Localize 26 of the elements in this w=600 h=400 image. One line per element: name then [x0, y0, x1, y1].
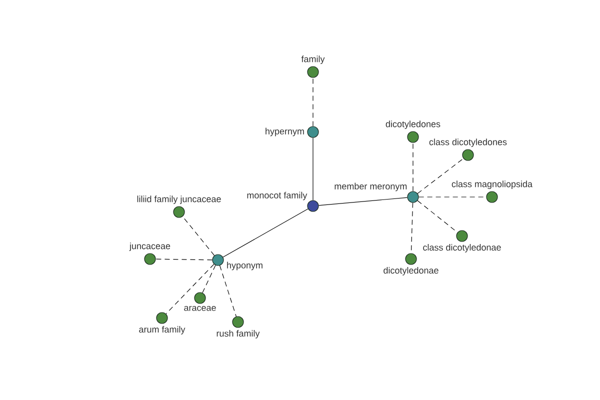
connector-line [202, 264, 216, 294]
node-label: juncaceae [129, 242, 170, 251]
connector-line [312, 138, 314, 200]
connector-line [417, 158, 464, 194]
node-label: dicotyledones [386, 120, 440, 129]
node-label: hyponym [227, 262, 262, 270]
node-label: liliid family juncaceae [137, 196, 221, 204]
connector-line [222, 208, 308, 258]
node-label: member meronym [334, 182, 407, 192]
node-label: rush family [216, 330, 260, 338]
node-label: monocot family [247, 192, 308, 200]
node-label: dicotyledonae [384, 267, 438, 276]
node-label: arum family [139, 326, 186, 334]
connector-line [412, 142, 414, 192]
connector-line [166, 264, 214, 314]
node-label: class dicotyledones [429, 138, 507, 147]
connector-line [318, 197, 408, 206]
connector-line [219, 265, 237, 317]
node-label: class magnoliopsida [452, 180, 532, 189]
node-label: hypernym [266, 128, 304, 136]
node-label: family [301, 56, 325, 64]
connector-line [156, 258, 212, 260]
node-label: araceae [184, 306, 216, 311]
connector-line [312, 78, 314, 126]
connector-line [182, 216, 215, 256]
node-label: class dicotyledonae [423, 244, 501, 252]
